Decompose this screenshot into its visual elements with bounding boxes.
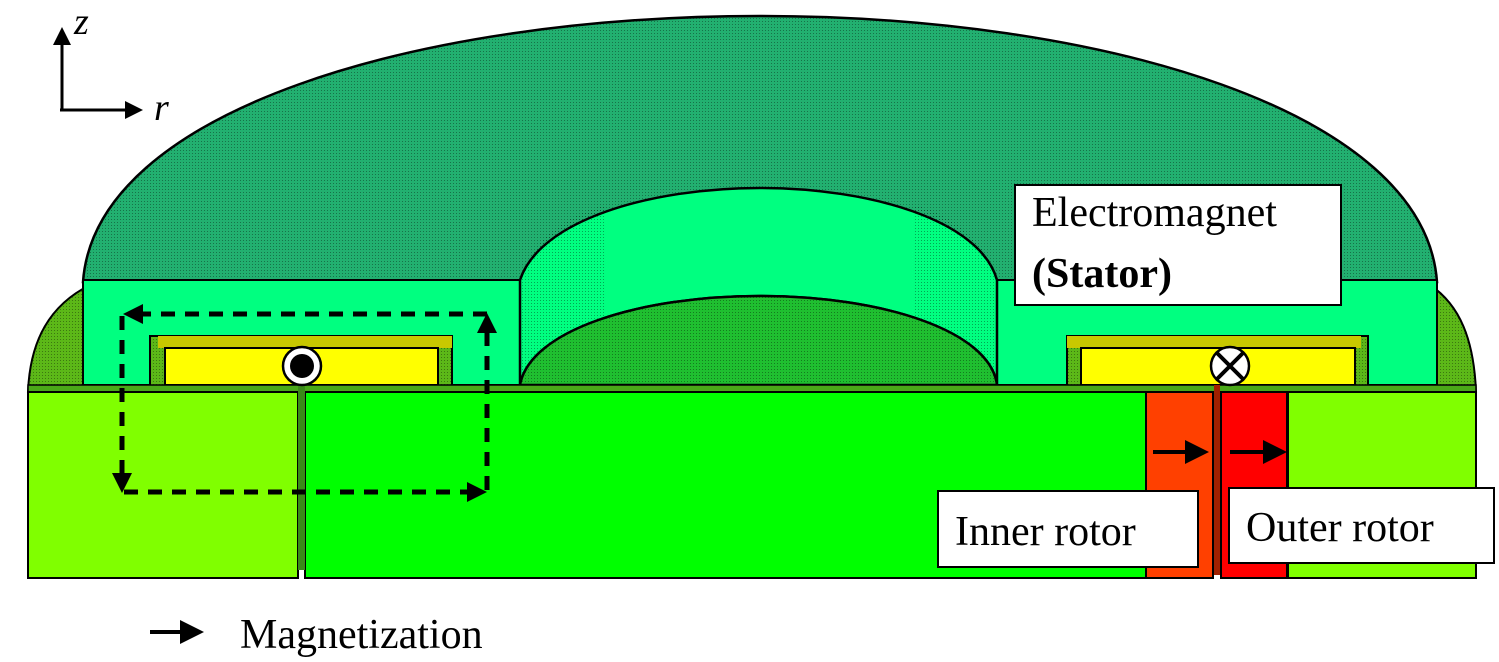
stator-label-line2: (Stator) [1032,251,1172,297]
current-in-icon [1209,345,1251,387]
outer-rotor-label: Outer rotor [1246,505,1434,551]
stator-label-line1: Electromagnet [1032,190,1277,236]
coil-right-top [1067,336,1361,348]
inner-rotor-label: Inner rotor [955,509,1136,555]
inner-rotor-label-box [937,490,1199,568]
legend-magnetization-label: Magnetization [240,612,483,658]
stator-label-box [1014,184,1342,306]
coil-left-top [158,336,452,348]
outer-yoke-left [27,391,299,579]
flux-path-loop [112,304,497,502]
current-out-icon [281,345,323,387]
r-axis-label: r [154,87,169,129]
axes-indicator [53,27,143,119]
outer-rotor-label-box [1228,487,1495,564]
z-axis-label: z [73,1,89,43]
